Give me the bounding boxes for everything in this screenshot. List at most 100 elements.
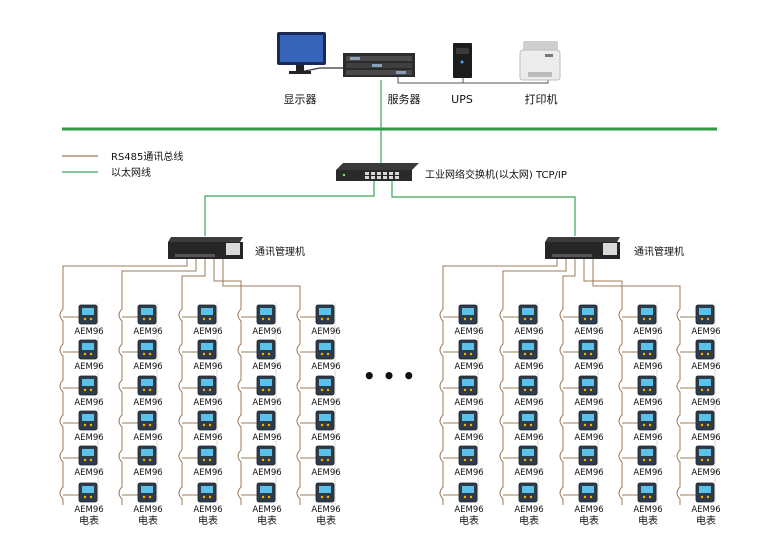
meter-model-label: AEM96	[514, 398, 543, 408]
meter-model-label: AEM96	[252, 362, 281, 372]
power-meter-icon	[695, 410, 715, 431]
power-meter-icon	[315, 375, 335, 396]
meter-model-label: AEM96	[133, 505, 162, 515]
rs485-bus-wire	[442, 259, 558, 301]
meter-bottom-label: 电表	[579, 514, 599, 527]
meter-model-label: AEM96	[514, 505, 543, 515]
power-meter-icon	[78, 410, 98, 431]
gateway-icon	[168, 237, 243, 259]
meter-model-label: AEM96	[454, 505, 483, 515]
rs485-bus-wire	[502, 259, 567, 301]
gateway-icon	[545, 237, 620, 259]
ethernet-link-left	[204, 181, 375, 236]
meter-bottom-label: 电表	[79, 514, 99, 527]
printer-icon	[519, 41, 561, 81]
ellipsis-more-groups: • • •	[363, 364, 415, 388]
power-meter-icon	[518, 375, 538, 396]
monitor-icon	[277, 32, 326, 74]
power-meter-icon	[458, 304, 478, 325]
rs485-bus-wire	[213, 259, 242, 301]
switch-label: 工业网络交换机(以太网) TCP/IP	[425, 168, 567, 181]
rs485-daisy-chain	[559, 301, 564, 505]
power-meter-icon	[78, 304, 98, 325]
power-meter-icon	[137, 482, 157, 503]
power-meter-icon	[256, 375, 276, 396]
meter-model-label: AEM96	[454, 362, 483, 372]
meter-model-label: AEM96	[633, 327, 662, 337]
printer-label: 打印机	[525, 92, 558, 106]
power-meter-icon	[637, 375, 657, 396]
power-meter-icon	[518, 482, 538, 503]
rs485-bus-wire	[62, 259, 188, 301]
meter-model-label: AEM96	[574, 327, 603, 337]
meter-model-label: AEM96	[633, 468, 662, 478]
power-meter-icon	[578, 410, 598, 431]
rs485-bus-wire	[592, 259, 681, 301]
power-meter-icon	[78, 375, 98, 396]
power-meter-icon	[137, 304, 157, 325]
power-meter-icon	[458, 375, 478, 396]
meter-model-label: AEM96	[633, 433, 662, 443]
power-meter-icon	[137, 410, 157, 431]
meter-model-label: AEM96	[574, 433, 603, 443]
meter-model-label: AEM96	[133, 398, 162, 408]
power-meter-icon	[518, 410, 538, 431]
power-meter-icon	[458, 445, 478, 466]
power-meter-icon	[78, 482, 98, 503]
legend-ethernet-label: 以太网线	[111, 166, 151, 179]
meter-model-label: AEM96	[133, 433, 162, 443]
meter-model-label: AEM96	[74, 505, 103, 515]
meter-model-label: AEM96	[514, 362, 543, 372]
meter-model-label: AEM96	[193, 505, 222, 515]
power-meter-icon	[637, 482, 657, 503]
power-meter-icon	[458, 482, 478, 503]
gateway-label-right: 通讯管理机	[634, 245, 684, 258]
meter-model-label: AEM96	[691, 327, 720, 337]
rs485-daisy-chain	[499, 301, 504, 505]
rs485-bus-wire	[121, 259, 197, 301]
meters-layer: AEM96AEM96AEM96AEM96AEM96AEM96电表AEM96AEM…	[74, 304, 721, 527]
meter-model-label: AEM96	[252, 398, 281, 408]
power-meter-icon	[695, 304, 715, 325]
meter-model-label: AEM96	[133, 468, 162, 478]
meter-model-label: AEM96	[74, 468, 103, 478]
rs485-daisy-chain	[237, 301, 242, 505]
meter-model-label: AEM96	[193, 468, 222, 478]
power-meter-icon	[637, 410, 657, 431]
monitor-link	[299, 67, 345, 73]
meter-model-label: AEM96	[454, 327, 483, 337]
power-meter-icon	[518, 445, 538, 466]
rs485-bus-wire	[181, 259, 206, 301]
meter-model-label: AEM96	[311, 327, 340, 337]
gateway-label-left: 通讯管理机	[255, 245, 305, 258]
power-meter-icon	[578, 445, 598, 466]
meter-model-label: AEM96	[691, 362, 720, 372]
meter-model-label: AEM96	[311, 362, 340, 372]
ups-label: UPS	[451, 93, 473, 106]
meter-model-label: AEM96	[691, 398, 720, 408]
meter-model-label: AEM96	[574, 362, 603, 372]
legend-rs485-label: RS485通讯总线	[111, 150, 183, 163]
power-meter-icon	[695, 445, 715, 466]
power-meter-icon	[637, 339, 657, 360]
meter-model-label: AEM96	[74, 433, 103, 443]
server-label: 服务器	[388, 93, 421, 106]
power-meter-icon	[256, 410, 276, 431]
power-meter-icon	[78, 339, 98, 360]
meter-bottom-label: 电表	[138, 514, 158, 527]
server-icon	[343, 53, 415, 77]
power-meter-icon	[315, 482, 335, 503]
meter-model-label: AEM96	[691, 433, 720, 443]
power-meter-icon	[197, 304, 217, 325]
meter-bottom-label: 电表	[257, 514, 277, 527]
rs485-daisy-chain	[676, 301, 681, 505]
monitor-label: 显示器	[284, 93, 317, 106]
meter-model-label: AEM96	[633, 362, 662, 372]
power-meter-icon	[578, 339, 598, 360]
meter-model-label: AEM96	[514, 327, 543, 337]
power-meter-icon	[137, 339, 157, 360]
meter-model-label: AEM96	[133, 362, 162, 372]
network-switch-icon	[336, 163, 419, 181]
meter-model-label: AEM96	[193, 398, 222, 408]
power-meter-icon	[197, 482, 217, 503]
